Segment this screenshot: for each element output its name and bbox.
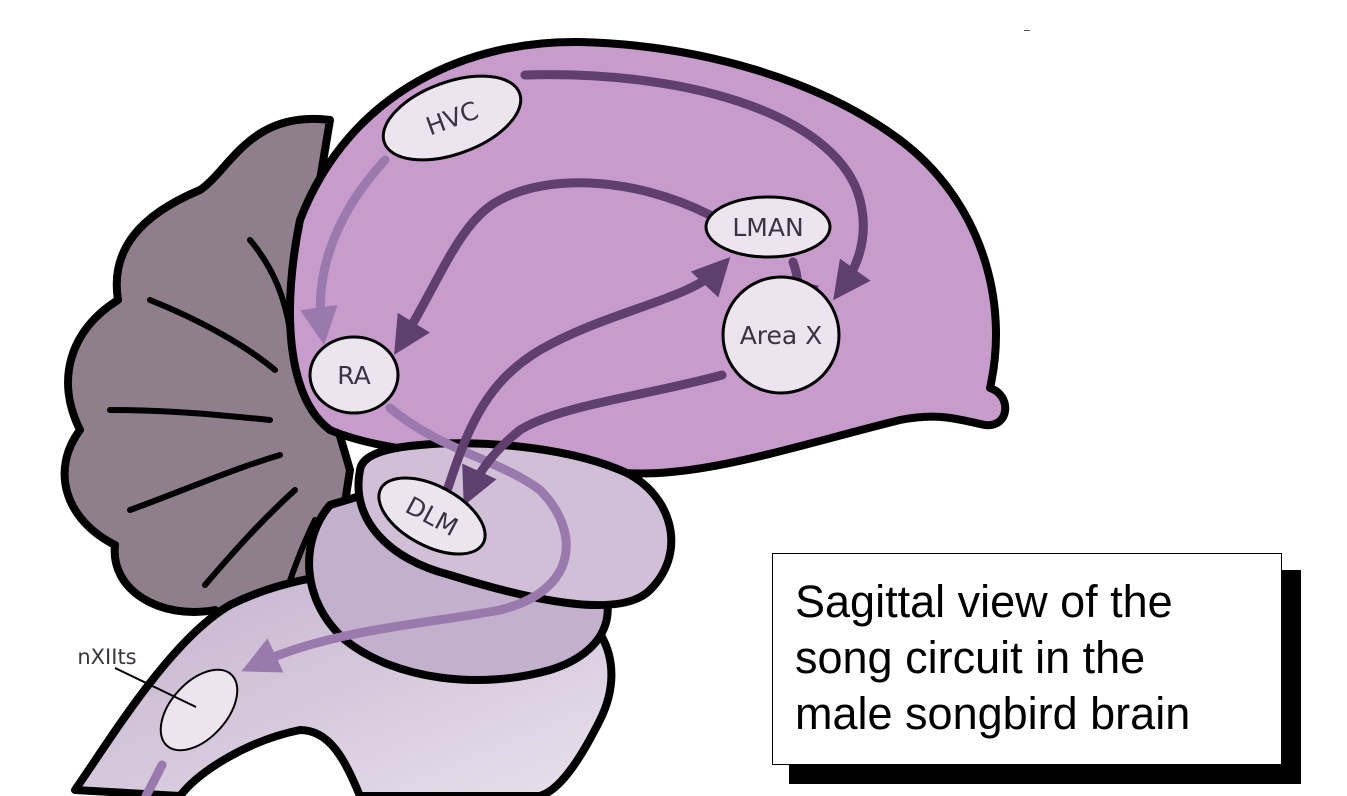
lman-label: LMAN <box>732 213 803 242</box>
ra-label: RA <box>337 361 370 390</box>
area-x-label: Area X <box>740 321 823 350</box>
nucleus-lman: LMAN <box>706 197 830 257</box>
nxiits-label: nXIIts <box>77 645 136 669</box>
nucleus-area-x: Area X <box>723 277 839 393</box>
caption-box: Sagittal view of the song circuit in the… <box>772 553 1282 765</box>
nucleus-ra: RA <box>310 337 398 413</box>
caption-text: Sagittal view of the song circuit in the… <box>795 574 1281 742</box>
